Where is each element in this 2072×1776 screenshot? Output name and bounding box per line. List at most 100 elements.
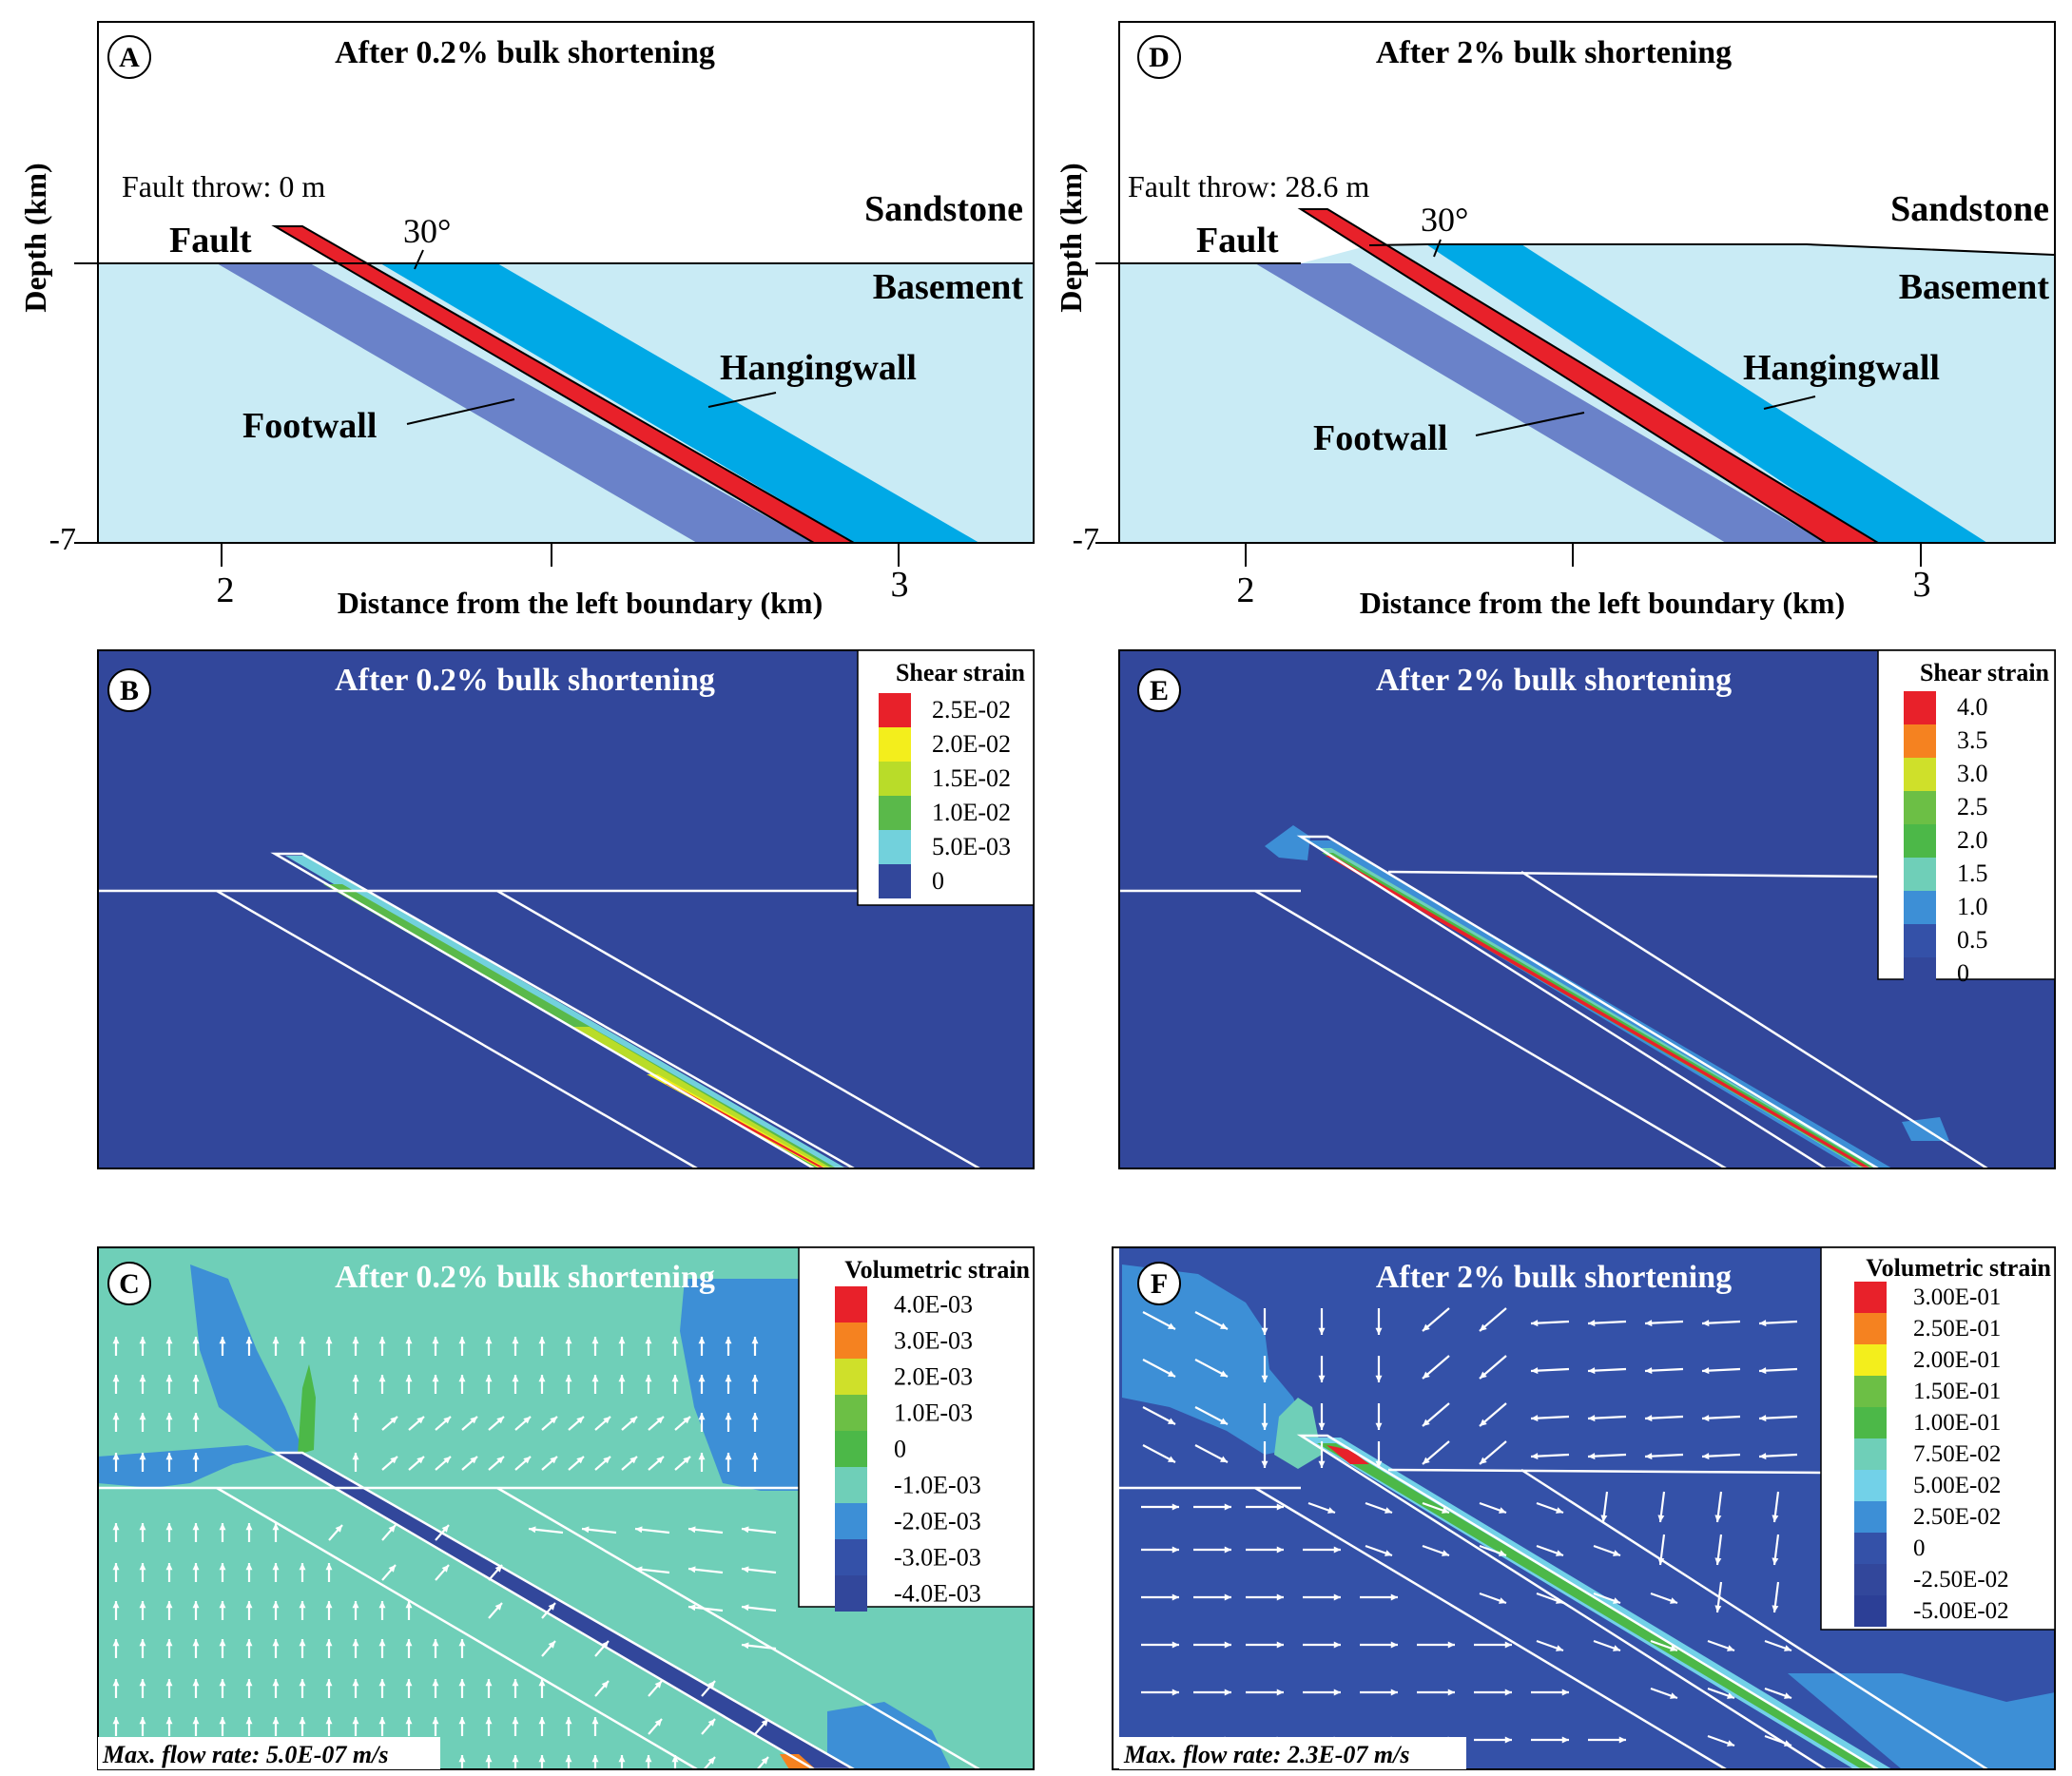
flow-arrow — [754, 1718, 769, 1735]
legend-swatch — [1854, 1470, 1887, 1501]
flow-arrow — [581, 1526, 617, 1535]
flow-arrow — [299, 1679, 306, 1698]
flow-arrow — [432, 1639, 439, 1658]
flow-arrow — [1193, 1641, 1231, 1649]
flow-arrow — [1141, 1593, 1179, 1601]
flow-arrow — [488, 1416, 505, 1431]
panel-letter: F — [1151, 1268, 1168, 1300]
flow-arrow — [299, 1601, 306, 1620]
flow-arrow — [1246, 1641, 1284, 1649]
flow-arrow — [432, 1717, 439, 1736]
flow-arrow — [1318, 1356, 1326, 1382]
flow-arrow — [1479, 1501, 1507, 1515]
legend-c: Volumetric strain 4.0E-033.0E-032.0E-031… — [798, 1246, 1035, 1612]
flow-arrow — [621, 1456, 638, 1471]
flow-arrow — [568, 1456, 585, 1471]
flow-arrow — [485, 1717, 493, 1736]
flow-arrow — [139, 1717, 146, 1736]
fault-zone — [1297, 208, 1880, 543]
flow-arrow — [1142, 1444, 1176, 1463]
flow-arrow — [671, 1337, 679, 1356]
legend-label: 1.0E-03 — [894, 1399, 973, 1426]
flow-arrow — [112, 1413, 120, 1432]
legend-swatch — [1854, 1533, 1887, 1564]
flow-arrow — [1772, 1534, 1780, 1566]
flow-arrow — [381, 1524, 397, 1541]
flow-arrow — [565, 1337, 572, 1356]
flow-arrow — [634, 1526, 670, 1535]
flow-arrow — [408, 1416, 425, 1431]
x-axis-label: Distance from the left boundary (km) — [1360, 586, 1845, 620]
flow-arrow — [325, 1337, 333, 1356]
flow-arrow — [405, 1601, 413, 1620]
flow-arrow — [165, 1375, 173, 1394]
flow-arrow — [219, 1717, 226, 1736]
flow-arrow — [591, 1375, 599, 1394]
panel-f: F After 2% bulk shortening Max. flow rat… — [1112, 1246, 2056, 1770]
flow-arrow — [1375, 1356, 1383, 1382]
flow-arrow — [1758, 1415, 1798, 1422]
flow-arrow — [703, 1756, 716, 1769]
panel-title: After 2% bulk shortening — [1376, 663, 1732, 698]
flow-arrow — [1530, 1320, 1570, 1327]
legend-label: 1.0 — [1957, 893, 1988, 920]
legend-swatch — [1854, 1407, 1887, 1438]
flow-arrow — [1772, 1491, 1780, 1523]
flow-arrow — [1194, 1311, 1229, 1330]
flow-arrow — [1479, 1402, 1507, 1427]
flow-arrow — [192, 1639, 200, 1658]
flow-arrow — [1365, 1501, 1393, 1515]
flow-arrow — [1307, 1501, 1336, 1515]
sandstone-label: Sandstone — [1890, 189, 2049, 229]
flow-arrow — [378, 1375, 386, 1394]
flow-arrow — [538, 1755, 546, 1769]
flow-arrow — [1644, 1320, 1684, 1327]
flow-arrow — [485, 1375, 493, 1394]
flow-arrow — [1422, 1440, 1450, 1465]
flow-arrow — [352, 1601, 359, 1620]
legend-label: 3.0E-03 — [894, 1326, 973, 1354]
legend-label: 1.00E-01 — [1913, 1410, 2001, 1436]
flow-arrow — [461, 1416, 478, 1431]
panel-letter: D — [1149, 42, 1170, 73]
flow-arrow — [405, 1375, 413, 1394]
legend-label: 2.0E-02 — [932, 730, 1011, 758]
legend-label: 0.5 — [1957, 926, 1988, 954]
flow-arrow — [488, 1602, 503, 1619]
legend-f: Volumetric strain 3.00E-012.50E-012.00E-… — [1820, 1246, 2056, 1631]
flow-arrow — [1318, 1441, 1326, 1468]
flow-arrow — [741, 1642, 777, 1651]
legend-swatch — [1904, 957, 1936, 991]
flow-arrow — [751, 1375, 759, 1394]
flow-arrow — [1193, 1593, 1231, 1601]
legend-swatch — [1904, 758, 1936, 791]
flow-arrow — [405, 1337, 413, 1356]
flow-arrow — [245, 1337, 253, 1356]
flow-arrow — [1303, 1546, 1341, 1554]
x-tick-label: 2 — [217, 570, 235, 610]
legend-label: 0 — [1957, 959, 1969, 987]
flow-arrow — [725, 1375, 732, 1394]
footwall-label: Footwall — [1313, 418, 1447, 458]
panel-letter: A — [119, 42, 140, 73]
flow-arrow — [1536, 1639, 1564, 1652]
flow-rate-label: Max. flow rate: 5.0E-07 m/s — [102, 1741, 388, 1768]
panel-c: C After 0.2% bulk shortening Max. flow r… — [97, 1246, 1035, 1770]
flow-arrow — [485, 1755, 493, 1769]
flow-arrow — [645, 1375, 652, 1394]
legend-label: -2.0E-03 — [894, 1507, 981, 1535]
legend-swatch — [835, 1322, 867, 1359]
footwall-leader — [406, 398, 515, 425]
flow-arrow — [378, 1337, 386, 1356]
flow-arrow — [1531, 1689, 1569, 1696]
flow-arrow — [1194, 1359, 1229, 1378]
flow-arrow — [381, 1564, 397, 1581]
panel-label-c: C — [107, 1262, 151, 1305]
flow-arrow — [1714, 1581, 1723, 1613]
fault-outline — [1296, 1434, 1881, 1769]
flow-arrow — [405, 1717, 413, 1736]
flow-arrow — [139, 1337, 146, 1356]
flow-arrow — [139, 1523, 146, 1542]
sandstone-label: Sandstone — [864, 189, 1023, 229]
legend-swatch — [1904, 858, 1936, 891]
